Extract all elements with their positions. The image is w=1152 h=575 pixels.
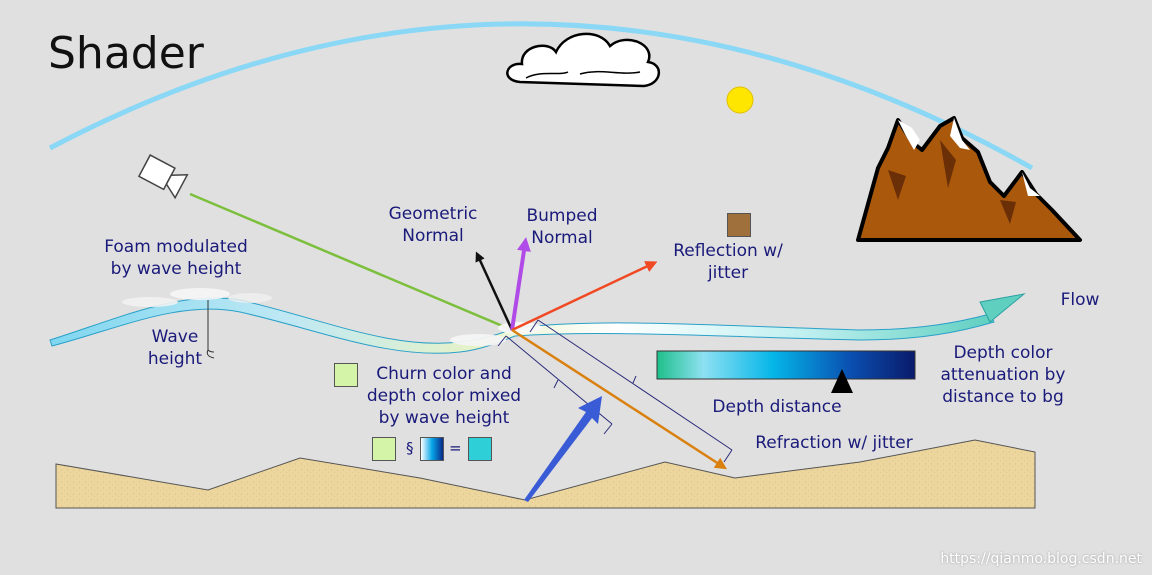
formula-result-swatch — [468, 437, 492, 461]
churn-color-swatch — [334, 363, 358, 387]
view-ray — [189, 192, 513, 332]
depth-gradient-bar — [656, 350, 916, 380]
refraction-arrow — [511, 328, 728, 470]
watermark: https://qianmo.blog.csdn.net — [940, 551, 1142, 567]
reflection-arrow — [511, 261, 658, 332]
reflection-color-swatch — [727, 213, 751, 237]
ground-terrain — [55, 439, 1036, 509]
flow-arrowhead — [979, 293, 1026, 323]
water-surface — [49, 297, 995, 354]
distance-bracket-short — [497, 335, 613, 435]
refraction-label: Refraction w/ jitter — [755, 433, 913, 453]
mountain-icon — [856, 116, 1082, 242]
depth-distance-label: Depth distance — [712, 397, 842, 417]
formula-gradient-swatch — [420, 437, 444, 461]
formula-churn-swatch — [372, 437, 396, 461]
cloud-icon — [506, 32, 660, 88]
formula-equals: = — [449, 439, 462, 457]
formula-section-symbol: § — [406, 439, 414, 457]
reflection-label: Reflection w/jitter — [673, 241, 783, 283]
distance-bracket-long — [529, 319, 733, 463]
flow-label: Flow — [1060, 290, 1100, 310]
incoming-light-arrow — [524, 396, 602, 502]
page-title: Shader — [48, 28, 204, 79]
sky-arc — [48, 21, 1034, 171]
wave-height-bracket — [206, 300, 215, 359]
camera-icon — [137, 154, 189, 200]
sun-icon — [726, 86, 754, 114]
geometric-normal-arrow — [475, 251, 514, 331]
depth-marker-triangle — [831, 369, 853, 393]
bumped-normal-arrow — [510, 237, 531, 331]
